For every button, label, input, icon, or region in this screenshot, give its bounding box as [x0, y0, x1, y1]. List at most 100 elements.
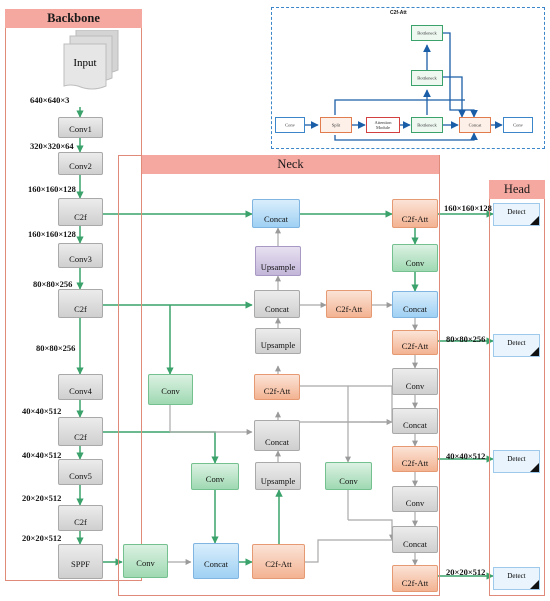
upsample-label: Upsample — [260, 476, 296, 486]
concat-label: Concat — [402, 304, 428, 314]
corner-marker — [530, 347, 539, 356]
upsample-label: Upsample — [260, 262, 296, 272]
input-label: Input — [73, 57, 97, 69]
conv4-block: Conv4 — [58, 374, 103, 400]
c2f-block: C2f — [58, 289, 103, 318]
concat-block: Concat — [392, 408, 438, 434]
input-stack: Input — [62, 29, 120, 94]
detect-label: Detect — [507, 572, 526, 580]
detect-block: Detect — [493, 450, 540, 473]
inset-label: Bottleneck — [417, 30, 437, 36]
dim-label: 40×40×512 — [22, 450, 62, 460]
detect-block: Detect — [493, 567, 540, 590]
concat-label: Concat — [263, 214, 289, 224]
concat-block: Concat — [252, 199, 300, 228]
c2f-att-block: C2f-Att — [392, 446, 438, 472]
inset-bottleneck: Bottleneck — [411, 117, 443, 133]
conv-block: Conv — [325, 462, 372, 490]
c2f-att-block: C2f-Att — [392, 199, 438, 228]
dim-label: 40×40×512 — [22, 406, 62, 416]
backbone-title: Backbone — [5, 9, 142, 28]
c2f-att-label: C2f-Att — [401, 458, 429, 468]
dim-label: 40×40×512 — [446, 451, 486, 461]
conv-block: Conv — [123, 544, 168, 578]
conv-block: Conv — [392, 244, 438, 272]
neck-title: Neck — [142, 155, 439, 174]
dim-label: 640×640×3 — [30, 95, 70, 105]
c2f-att-inset — [271, 7, 545, 149]
c2f-label: C2f — [74, 517, 87, 527]
concat-block: Concat — [193, 543, 239, 579]
inset-label: Attention Module — [374, 120, 392, 130]
c2f-block: C2f — [58, 198, 103, 226]
conv5-label: Conv5 — [69, 471, 92, 481]
c2f-att-label: C2f-Att — [265, 559, 292, 569]
dim-label: 20×20×512 — [22, 533, 62, 543]
inset-title: C2f-Att — [390, 10, 407, 16]
conv1-label: Conv1 — [69, 124, 92, 134]
c2f-att-block: C2f-Att — [392, 330, 438, 355]
conv-block: Conv — [392, 486, 438, 512]
conv-block: Conv — [148, 374, 193, 405]
conv5-block: Conv5 — [58, 459, 103, 485]
head-title: Head — [489, 180, 545, 199]
conv-label: Conv — [136, 558, 155, 568]
corner-marker — [530, 463, 539, 472]
upsample-block: Upsample — [255, 246, 301, 276]
c2f-att-label: C2f-Att — [401, 341, 429, 351]
conv-label: Conv — [339, 476, 358, 486]
sppf-block: SPPF — [58, 544, 103, 579]
conv3-label: Conv3 — [69, 254, 92, 264]
dim-label: 160×160×128 — [28, 184, 76, 194]
c2f-label: C2f — [74, 304, 87, 314]
c2f-att-label: C2f-Att — [401, 214, 429, 224]
upsample-block: Upsample — [255, 462, 301, 490]
c2f-att-block: C2f-Att — [326, 290, 372, 318]
conv2-block: Conv2 — [58, 152, 103, 175]
detect-label: Detect — [507, 339, 526, 347]
dim-label: 160×160×128 — [28, 229, 76, 239]
c2f-att-label: C2f-Att — [335, 304, 363, 314]
concat-label: Concat — [264, 437, 290, 447]
conv-label: Conv — [405, 381, 425, 391]
dim-label: 80×80×256 — [446, 334, 486, 344]
conv1-block: Conv1 — [58, 117, 103, 138]
detect-label: Detect — [507, 208, 526, 216]
conv3-block: Conv3 — [58, 243, 103, 268]
concat-block: Concat — [392, 291, 438, 318]
inset-bottleneck: Bottleneck — [411, 70, 443, 86]
detect-block: Detect — [493, 334, 540, 357]
concat-label: Concat — [402, 420, 428, 430]
inset-label: Split — [331, 122, 341, 128]
concat-block: Concat — [254, 420, 300, 451]
inset-label: Conv — [285, 122, 295, 128]
dim-label: 20×20×512 — [22, 493, 62, 503]
corner-marker — [530, 580, 539, 589]
dim-label: 80×80×256 — [33, 279, 73, 289]
detect-block: Detect — [493, 203, 540, 226]
concat-label: Concat — [402, 539, 428, 549]
c2f-label: C2f — [74, 432, 87, 442]
inset-label: Conv — [513, 122, 523, 128]
sppf-label: SPPF — [71, 559, 90, 569]
conv2-label: Conv2 — [69, 161, 92, 171]
conv4-label: Conv4 — [69, 386, 92, 396]
upsample-block: Upsample — [255, 328, 301, 354]
concat-block: Concat — [254, 290, 300, 318]
detect-label: Detect — [507, 455, 526, 463]
c2f-att-block: C2f-Att — [252, 544, 305, 579]
dim-label: 20×20×512 — [446, 567, 486, 577]
conv-label: Conv — [405, 498, 425, 508]
conv-block: Conv — [392, 368, 438, 395]
inset-split: Split — [320, 117, 352, 133]
dim-label: 80×80×256 — [36, 343, 76, 353]
conv-label: Conv — [205, 474, 225, 484]
head-panel — [489, 180, 545, 596]
corner-marker — [530, 216, 539, 225]
concat-block: Concat — [392, 526, 438, 553]
c2f-att-label: C2f-Att — [263, 386, 291, 396]
inset-label: Bottleneck — [417, 75, 437, 81]
conv-label: Conv — [405, 258, 425, 268]
